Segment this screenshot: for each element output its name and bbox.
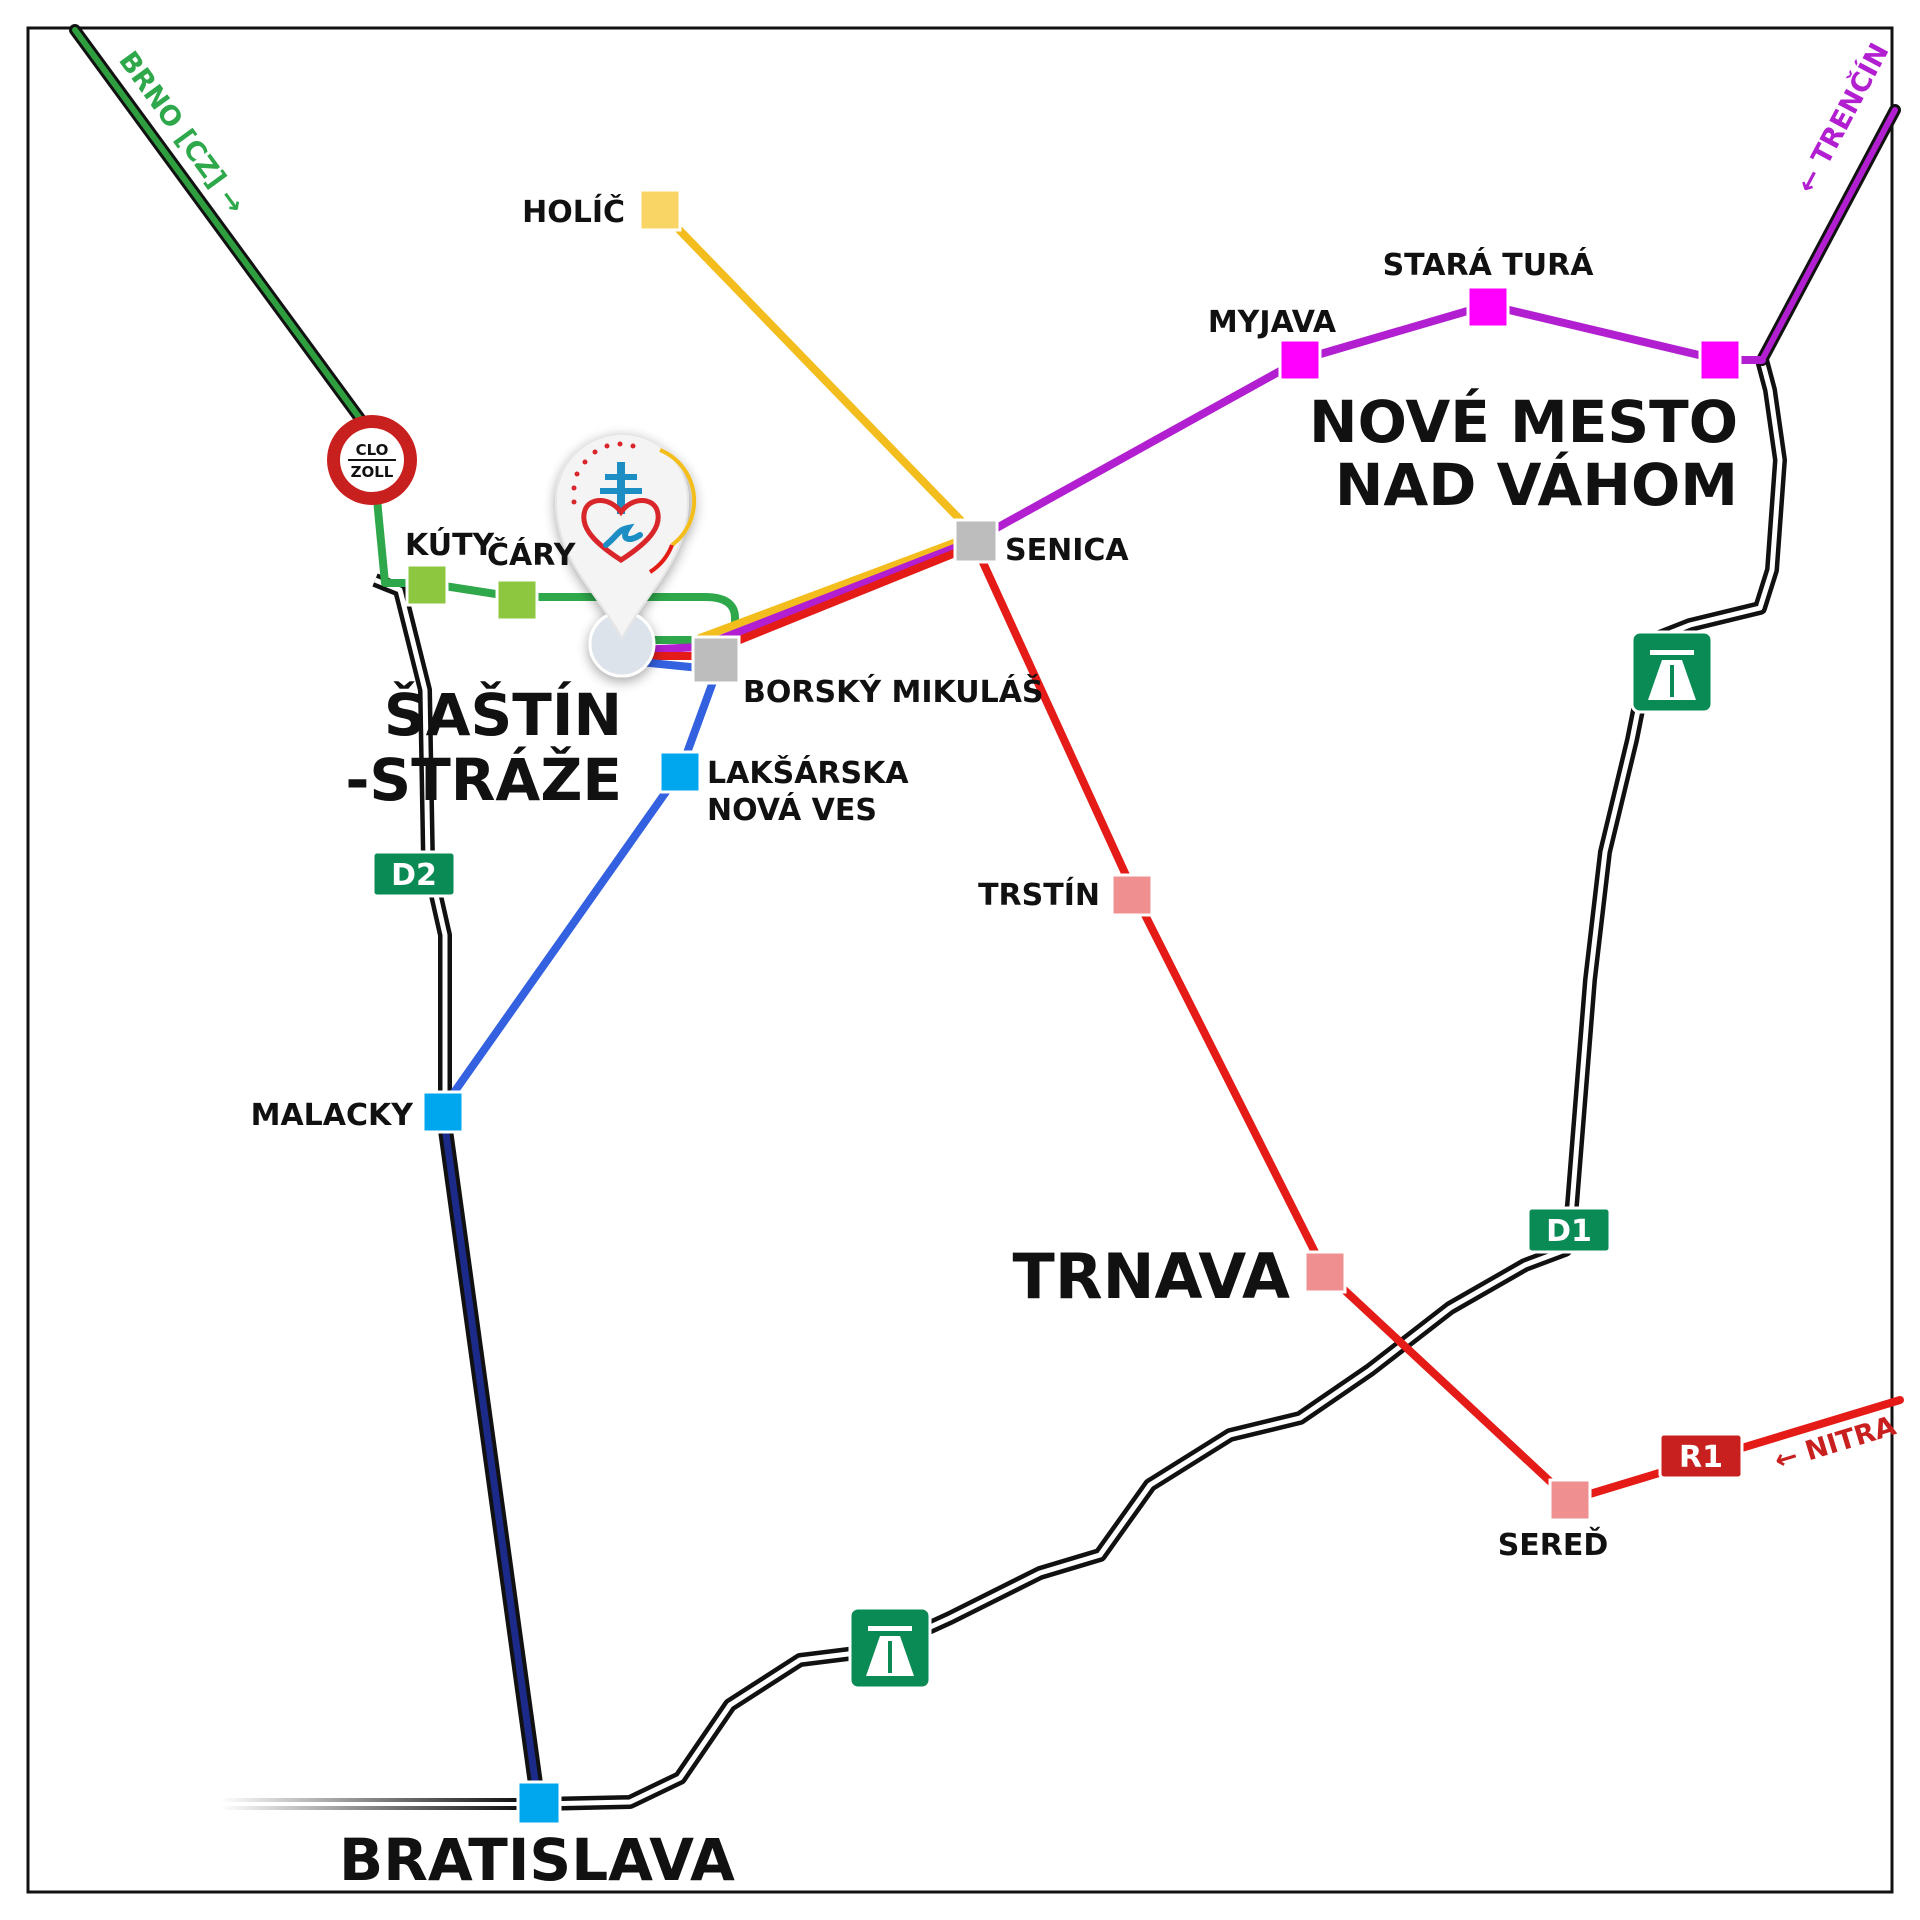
label-trstin: TRSTÍN bbox=[978, 877, 1100, 913]
label-sered: SEREĎ bbox=[1498, 1527, 1609, 1563]
shield-d1-label: D1 bbox=[1546, 1214, 1592, 1249]
station-nove-mesto bbox=[1698, 338, 1742, 382]
label-laksarska-1: LAKŠÁRSKA bbox=[707, 754, 909, 791]
label-nove-mesto-2: NAD VÁHOM bbox=[1335, 450, 1738, 519]
station-kuty bbox=[405, 563, 449, 607]
label-laksarska-2: NOVÁ VES bbox=[707, 792, 877, 828]
station-trstin bbox=[1110, 873, 1154, 917]
label-trnava: TRNAVA bbox=[1013, 1240, 1290, 1313]
label-sastin-1: ŠAŠTÍN bbox=[384, 680, 622, 749]
motorway-west-fade bbox=[220, 1798, 540, 1810]
station-cary bbox=[495, 578, 539, 622]
motorway-icon bbox=[848, 1606, 932, 1690]
shield-d2-label: D2 bbox=[391, 858, 437, 893]
customs-clo: CLO bbox=[356, 441, 389, 459]
motorway-d2 bbox=[372, 573, 452, 1100]
station-malacky bbox=[421, 1090, 465, 1134]
station-sered bbox=[1548, 1478, 1592, 1522]
customs-sign-icon: CLO ZOLL bbox=[327, 415, 417, 505]
shield-r1-label: R1 bbox=[1679, 1440, 1723, 1475]
station-trnava bbox=[1303, 1250, 1347, 1294]
station-myjava bbox=[1278, 338, 1322, 382]
station-holic bbox=[638, 188, 682, 232]
label-bratislava: BRATISLAVA bbox=[339, 1826, 735, 1894]
shield-d2: D2 bbox=[371, 850, 457, 898]
label-sastin-2: -STRÁŽE bbox=[345, 745, 622, 814]
station-borsky bbox=[691, 635, 741, 685]
shield-r1: R1 bbox=[1658, 1432, 1744, 1480]
line-malacky-bratislava bbox=[435, 1110, 546, 1804]
line-green-brno bbox=[72, 27, 375, 438]
label-stara-tura: STARÁ TURÁ bbox=[1383, 247, 1595, 283]
label-nove-mesto-1: NOVÉ MESTO bbox=[1309, 387, 1738, 456]
location-pin-icon bbox=[554, 433, 697, 678]
label-kuty: KÚTY bbox=[405, 526, 496, 563]
label-cary: ČÁRY bbox=[487, 536, 577, 573]
motorway-icon bbox=[1630, 630, 1714, 714]
station-bratislava bbox=[516, 1780, 562, 1826]
motorway-d1 bbox=[539, 358, 1787, 1811]
station-laksarska bbox=[658, 750, 702, 794]
map-frame bbox=[26, 26, 1894, 1894]
station-stara-tura bbox=[1466, 285, 1510, 329]
label-holic: HOLÍČ bbox=[522, 193, 625, 230]
station-senica bbox=[953, 518, 999, 564]
stations bbox=[405, 188, 1742, 1826]
customs-zoll: ZOLL bbox=[351, 463, 394, 481]
label-malacky: MALACKY bbox=[251, 1098, 415, 1133]
line-magenta-trencin bbox=[1759, 107, 1898, 363]
label-senica: SENICA bbox=[1005, 533, 1129, 568]
label-borsky: BORSKÝ MIKULÁŠ bbox=[743, 673, 1044, 710]
label-myjava: MYJAVA bbox=[1208, 305, 1337, 340]
shield-d1: D1 bbox=[1526, 1206, 1612, 1254]
